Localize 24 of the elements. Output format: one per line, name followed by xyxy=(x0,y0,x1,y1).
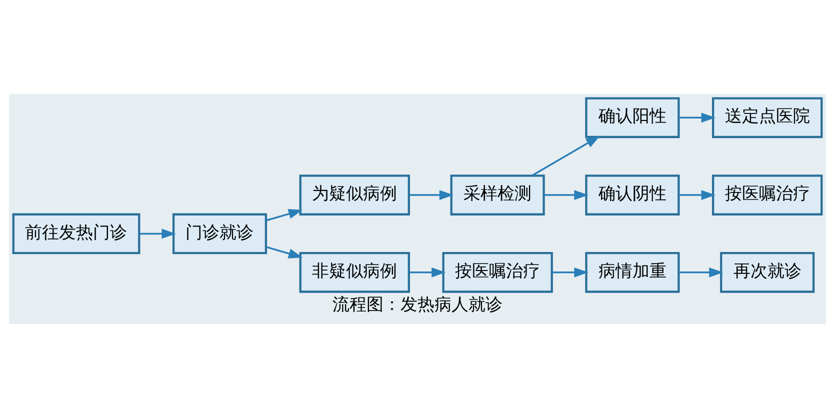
node-box: 采样检测 xyxy=(450,174,545,216)
caption: 流程图：发热病人就诊 xyxy=(332,294,502,315)
node-box: 再次就诊 xyxy=(720,252,815,293)
arrow xyxy=(544,190,588,200)
arrow xyxy=(532,136,600,176)
node-box: 确认阳性 xyxy=(585,97,680,138)
arrow xyxy=(266,246,303,258)
node-box: 病情加重 xyxy=(585,252,680,293)
arrow xyxy=(266,209,303,222)
node-box: 确认阴性 xyxy=(585,174,680,216)
node-box: 按医嘱治疗 xyxy=(712,174,823,216)
arrow xyxy=(408,267,446,278)
arrow xyxy=(678,267,724,278)
node-box: 前往发热门诊 xyxy=(12,213,140,254)
node-box: 送定点医院 xyxy=(712,97,823,138)
arrow xyxy=(408,190,454,200)
node-box: 按医嘱治疗 xyxy=(442,252,553,293)
node-box: 为疑似病例 xyxy=(299,174,410,216)
node-box: 非疑似病例 xyxy=(299,252,410,293)
arrow xyxy=(678,112,716,123)
arrow xyxy=(139,228,176,239)
node-box: 门诊就诊 xyxy=(172,213,268,254)
arrow xyxy=(678,190,716,200)
arrow xyxy=(552,267,588,278)
